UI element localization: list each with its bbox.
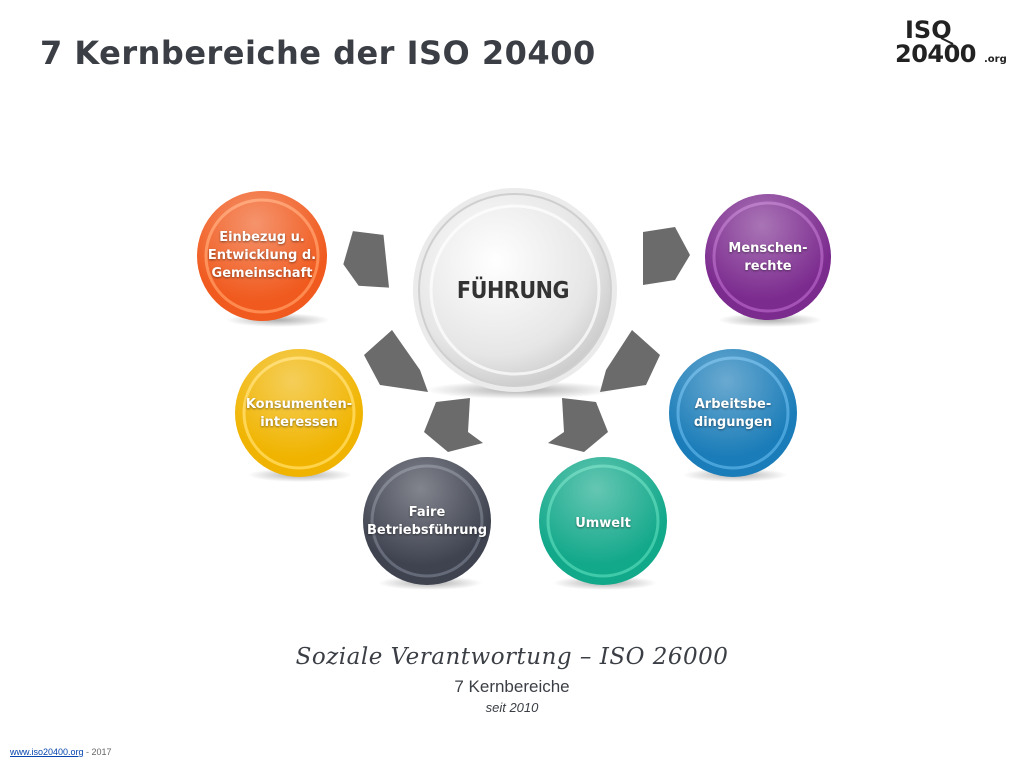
area-label-arbeitsbedingungen: Arbeitsbe- dingungen [693, 397, 773, 430]
area-label-betriebsfuehrung: Faire Betriebsführung [366, 505, 488, 538]
arrow-left-mid [364, 330, 428, 392]
arrows [343, 227, 690, 452]
area-label-gemeinschaft: Einbezug u. Entwicklung d. Gemeinschaft [207, 230, 317, 281]
footer-year: - 2017 [83, 747, 112, 757]
arrow-bottom-left [424, 398, 483, 452]
circle-shadow [718, 313, 822, 327]
arrow-bottom-right [548, 398, 608, 452]
center-circle [413, 188, 617, 392]
caption-since: seit 2010 [485, 700, 539, 715]
svg-text:.org: .org [984, 54, 1007, 65]
caption-title: Soziale Verantwortung – ISO 26000 [295, 644, 729, 670]
circle-konsumenten [235, 349, 363, 477]
page-title: 7 Kernbereiche der ISO 20400 [40, 34, 596, 72]
circle-gemeinschaft [197, 191, 327, 321]
caption-subtitle: 7 Kernbereiche [454, 677, 570, 696]
circle-menschenrechte [705, 194, 831, 320]
svg-text:20400: 20400 [895, 40, 976, 68]
area-label-umwelt: Umwelt [575, 516, 631, 531]
iso20400-logo[interactable]: ISO 20400 .org [895, 16, 1010, 68]
arrow-right-mid [600, 330, 660, 392]
area-label-konsumenten: Konsumenten- interessen [245, 397, 353, 430]
footer: www.iso20400.org - 2017 [10, 747, 112, 757]
center-label-fuehrung: FÜHRUNG [456, 278, 570, 304]
circle-betriebsfuehrung [363, 457, 491, 585]
circle-arbeitsbedingungen [669, 349, 797, 477]
arrow-left-top [343, 231, 390, 288]
area-label-menschenrechte: Menschen- rechte [728, 241, 808, 274]
arrow-right-top [643, 227, 690, 285]
footer-link[interactable]: www.iso20400.org [10, 747, 84, 757]
circle-umwelt [539, 457, 667, 585]
